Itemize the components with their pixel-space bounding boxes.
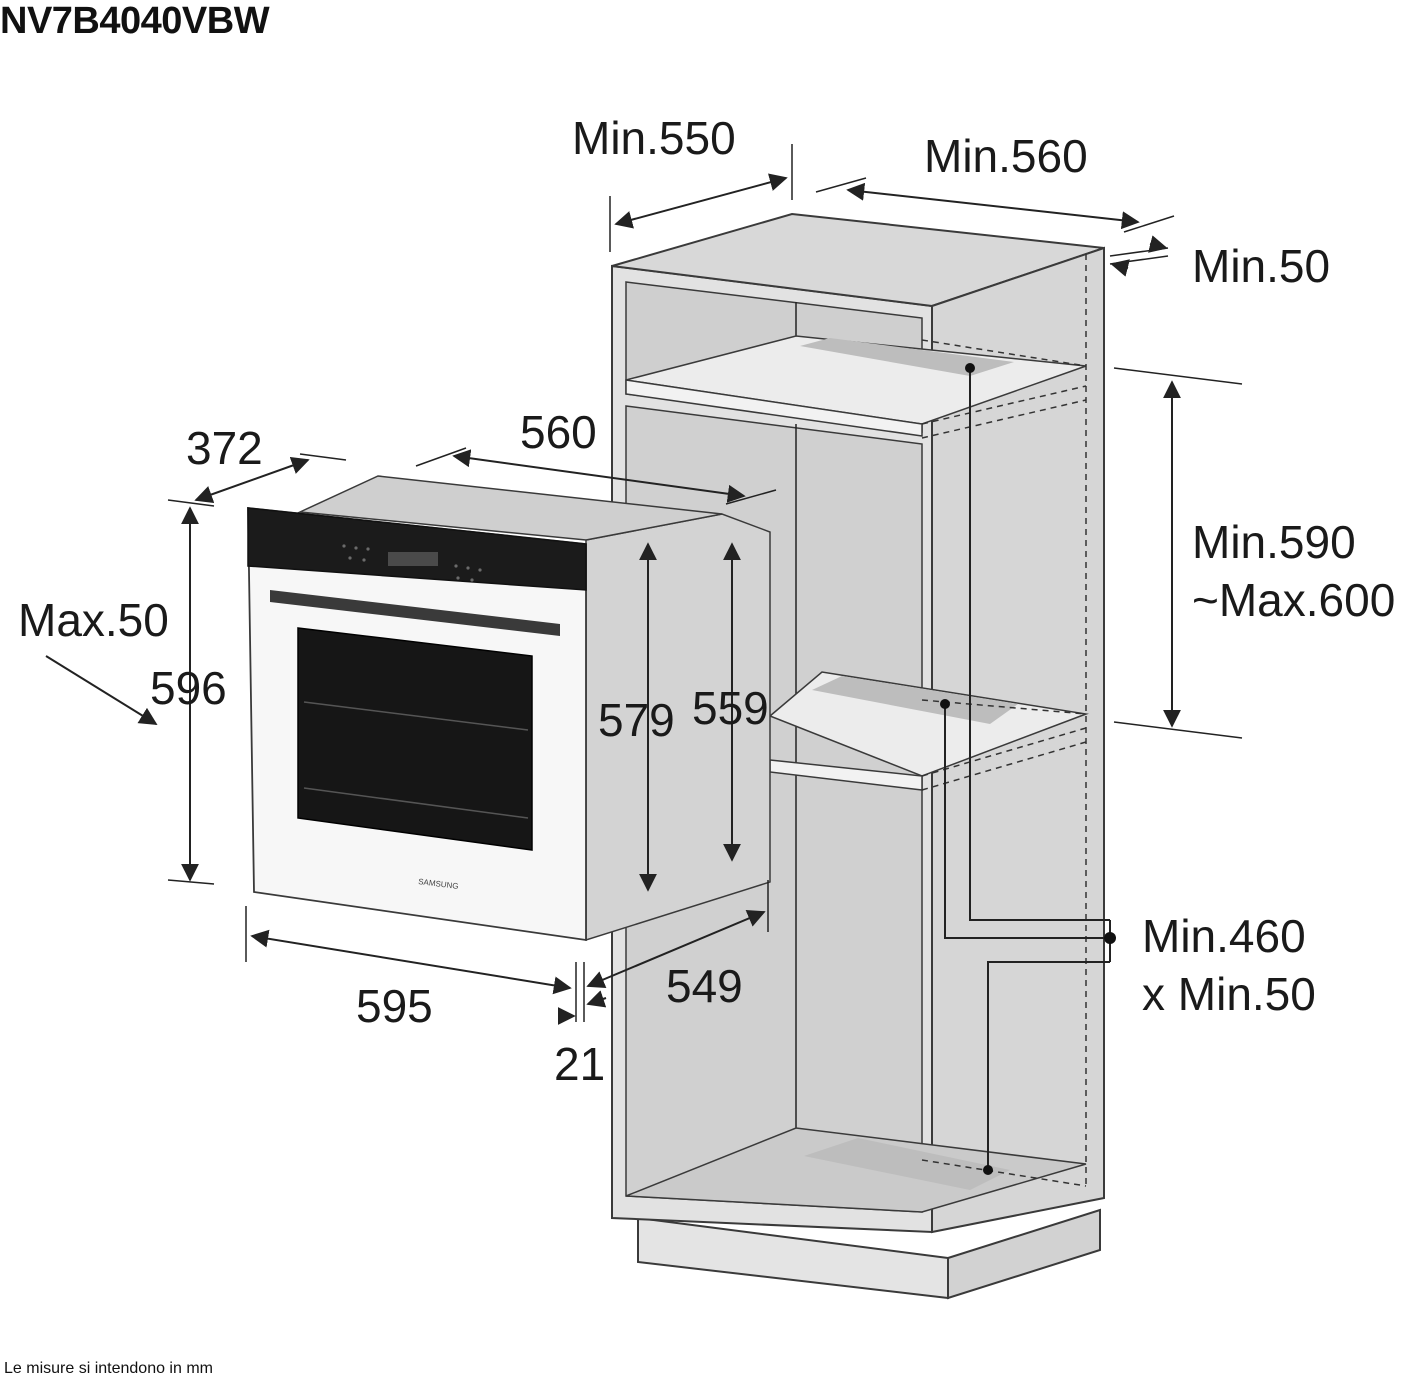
cabinet [611,212,1116,1300]
label-oven-depth-top: 372 [186,422,263,474]
vent-bottom [804,1138,1010,1190]
label-cab-width-min: Min.560 [924,130,1088,182]
label-oven-depth-overall: 560 [520,406,597,458]
control-panel [247,507,587,591]
vent-middle [812,676,1018,724]
shelf-middle [768,671,1089,777]
label-niche-height-1: Min.590 [1192,516,1356,568]
dimension-labels: Min.550 Min.560 Min.50 Min.590 ~Max.600 … [18,112,1395,1090]
oven-handle [270,590,560,636]
oven-body-top [297,475,723,541]
label-body-height-front: 579 [598,694,675,746]
vent-top [800,338,1014,376]
label-oven-height: 596 [150,662,227,714]
label-max-gap: Max.50 [18,594,169,646]
oven-display [388,552,438,566]
label-niche-height-2: ~Max.600 [1192,574,1395,626]
label-body-depth: 549 [666,960,743,1012]
label-rear-gap-min: Min.50 [1192,240,1330,292]
label-door-thickness: 21 [554,1038,605,1090]
label-vent-size-2: x Min.50 [1142,968,1316,1020]
label-vent-size-1: Min.460 [1142,910,1306,962]
label-body-height-rear: 559 [692,682,769,734]
page-title: NV7B4040VBW [0,0,270,42]
oven-window [297,627,533,851]
label-cab-depth-min: Min.550 [572,112,736,164]
units-note: Le misure si intendono in mm [4,1360,213,1377]
label-oven-width: 595 [356,980,433,1032]
